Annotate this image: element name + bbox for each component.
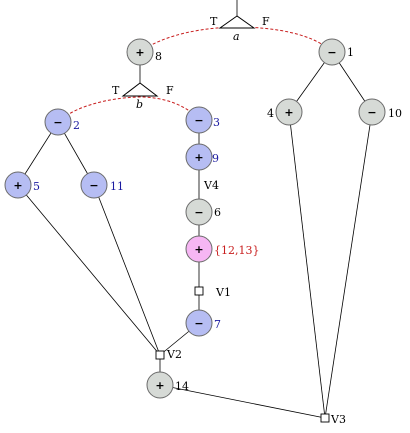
node-3[interactable]: − 3 xyxy=(185,106,220,134)
node-4-op: + xyxy=(284,106,293,119)
node-9-label: 9 xyxy=(212,152,219,165)
branch-a: T F a xyxy=(210,15,270,43)
node-7-label: 7 xyxy=(214,318,221,331)
node-8-label: 8 xyxy=(155,50,162,63)
node-12-13-label: {12,13} xyxy=(214,244,260,257)
node-3-op: − xyxy=(194,114,203,127)
node-8-op: + xyxy=(135,46,144,59)
node-2[interactable]: − 2 xyxy=(44,108,80,136)
node-4-label: 4 xyxy=(267,107,274,120)
node-2-label: 2 xyxy=(73,119,80,132)
var-v4-label: V4 xyxy=(203,179,219,192)
node-5-label: 5 xyxy=(33,180,40,193)
node-3-label: 3 xyxy=(213,116,220,129)
var-v3-label: V3 xyxy=(330,413,346,426)
branch-a-name: a xyxy=(233,30,240,43)
node-7[interactable]: − 7 xyxy=(185,309,221,337)
node-9[interactable]: + 9 xyxy=(185,143,219,171)
var-v1: V1 xyxy=(194,286,231,299)
branch-b-arc xyxy=(57,96,200,123)
var-v2-label: V2 xyxy=(166,348,182,361)
node-7-op: − xyxy=(194,317,203,330)
var-v3: V3 xyxy=(320,413,346,426)
branch-b-name: b xyxy=(136,98,143,111)
node-10-label: 10 xyxy=(388,107,402,120)
branch-b: T F b xyxy=(112,82,174,111)
node-14-op: + xyxy=(155,379,164,392)
node-6-op: − xyxy=(194,206,203,219)
node-12-13[interactable]: + {12,13} xyxy=(185,235,260,263)
node-1-label: 1 xyxy=(347,46,354,59)
node-9-op: + xyxy=(194,151,203,164)
node-10[interactable]: − 10 xyxy=(358,98,402,126)
node-11[interactable]: − 11 xyxy=(80,171,124,199)
node-12-13-op: + xyxy=(194,243,203,256)
node-11-op: − xyxy=(89,179,98,192)
var-v2: V2 xyxy=(155,348,182,361)
branch-b-false-label: F xyxy=(166,84,174,97)
node-10-op: − xyxy=(367,106,376,119)
node-2-op: − xyxy=(53,116,62,129)
node-14-label: 14 xyxy=(175,380,189,393)
branch-a-true-label: T xyxy=(210,15,218,28)
node-5-op: + xyxy=(13,179,22,192)
node-6[interactable]: − 6 xyxy=(185,198,221,226)
node-1-op: − xyxy=(327,46,336,59)
node-4[interactable]: + 4 xyxy=(267,98,303,126)
node-14[interactable]: + 14 xyxy=(146,371,189,399)
node-6-label: 6 xyxy=(214,206,221,219)
node-11-label: 11 xyxy=(110,180,124,193)
var-v1-label: V1 xyxy=(215,286,231,299)
node-1[interactable]: − 1 xyxy=(318,38,354,66)
branch-b-true-label: T xyxy=(112,84,120,97)
node-8[interactable]: + 8 xyxy=(126,38,162,66)
node-5[interactable]: + 5 xyxy=(4,171,40,199)
branch-a-false-label: F xyxy=(262,15,270,28)
